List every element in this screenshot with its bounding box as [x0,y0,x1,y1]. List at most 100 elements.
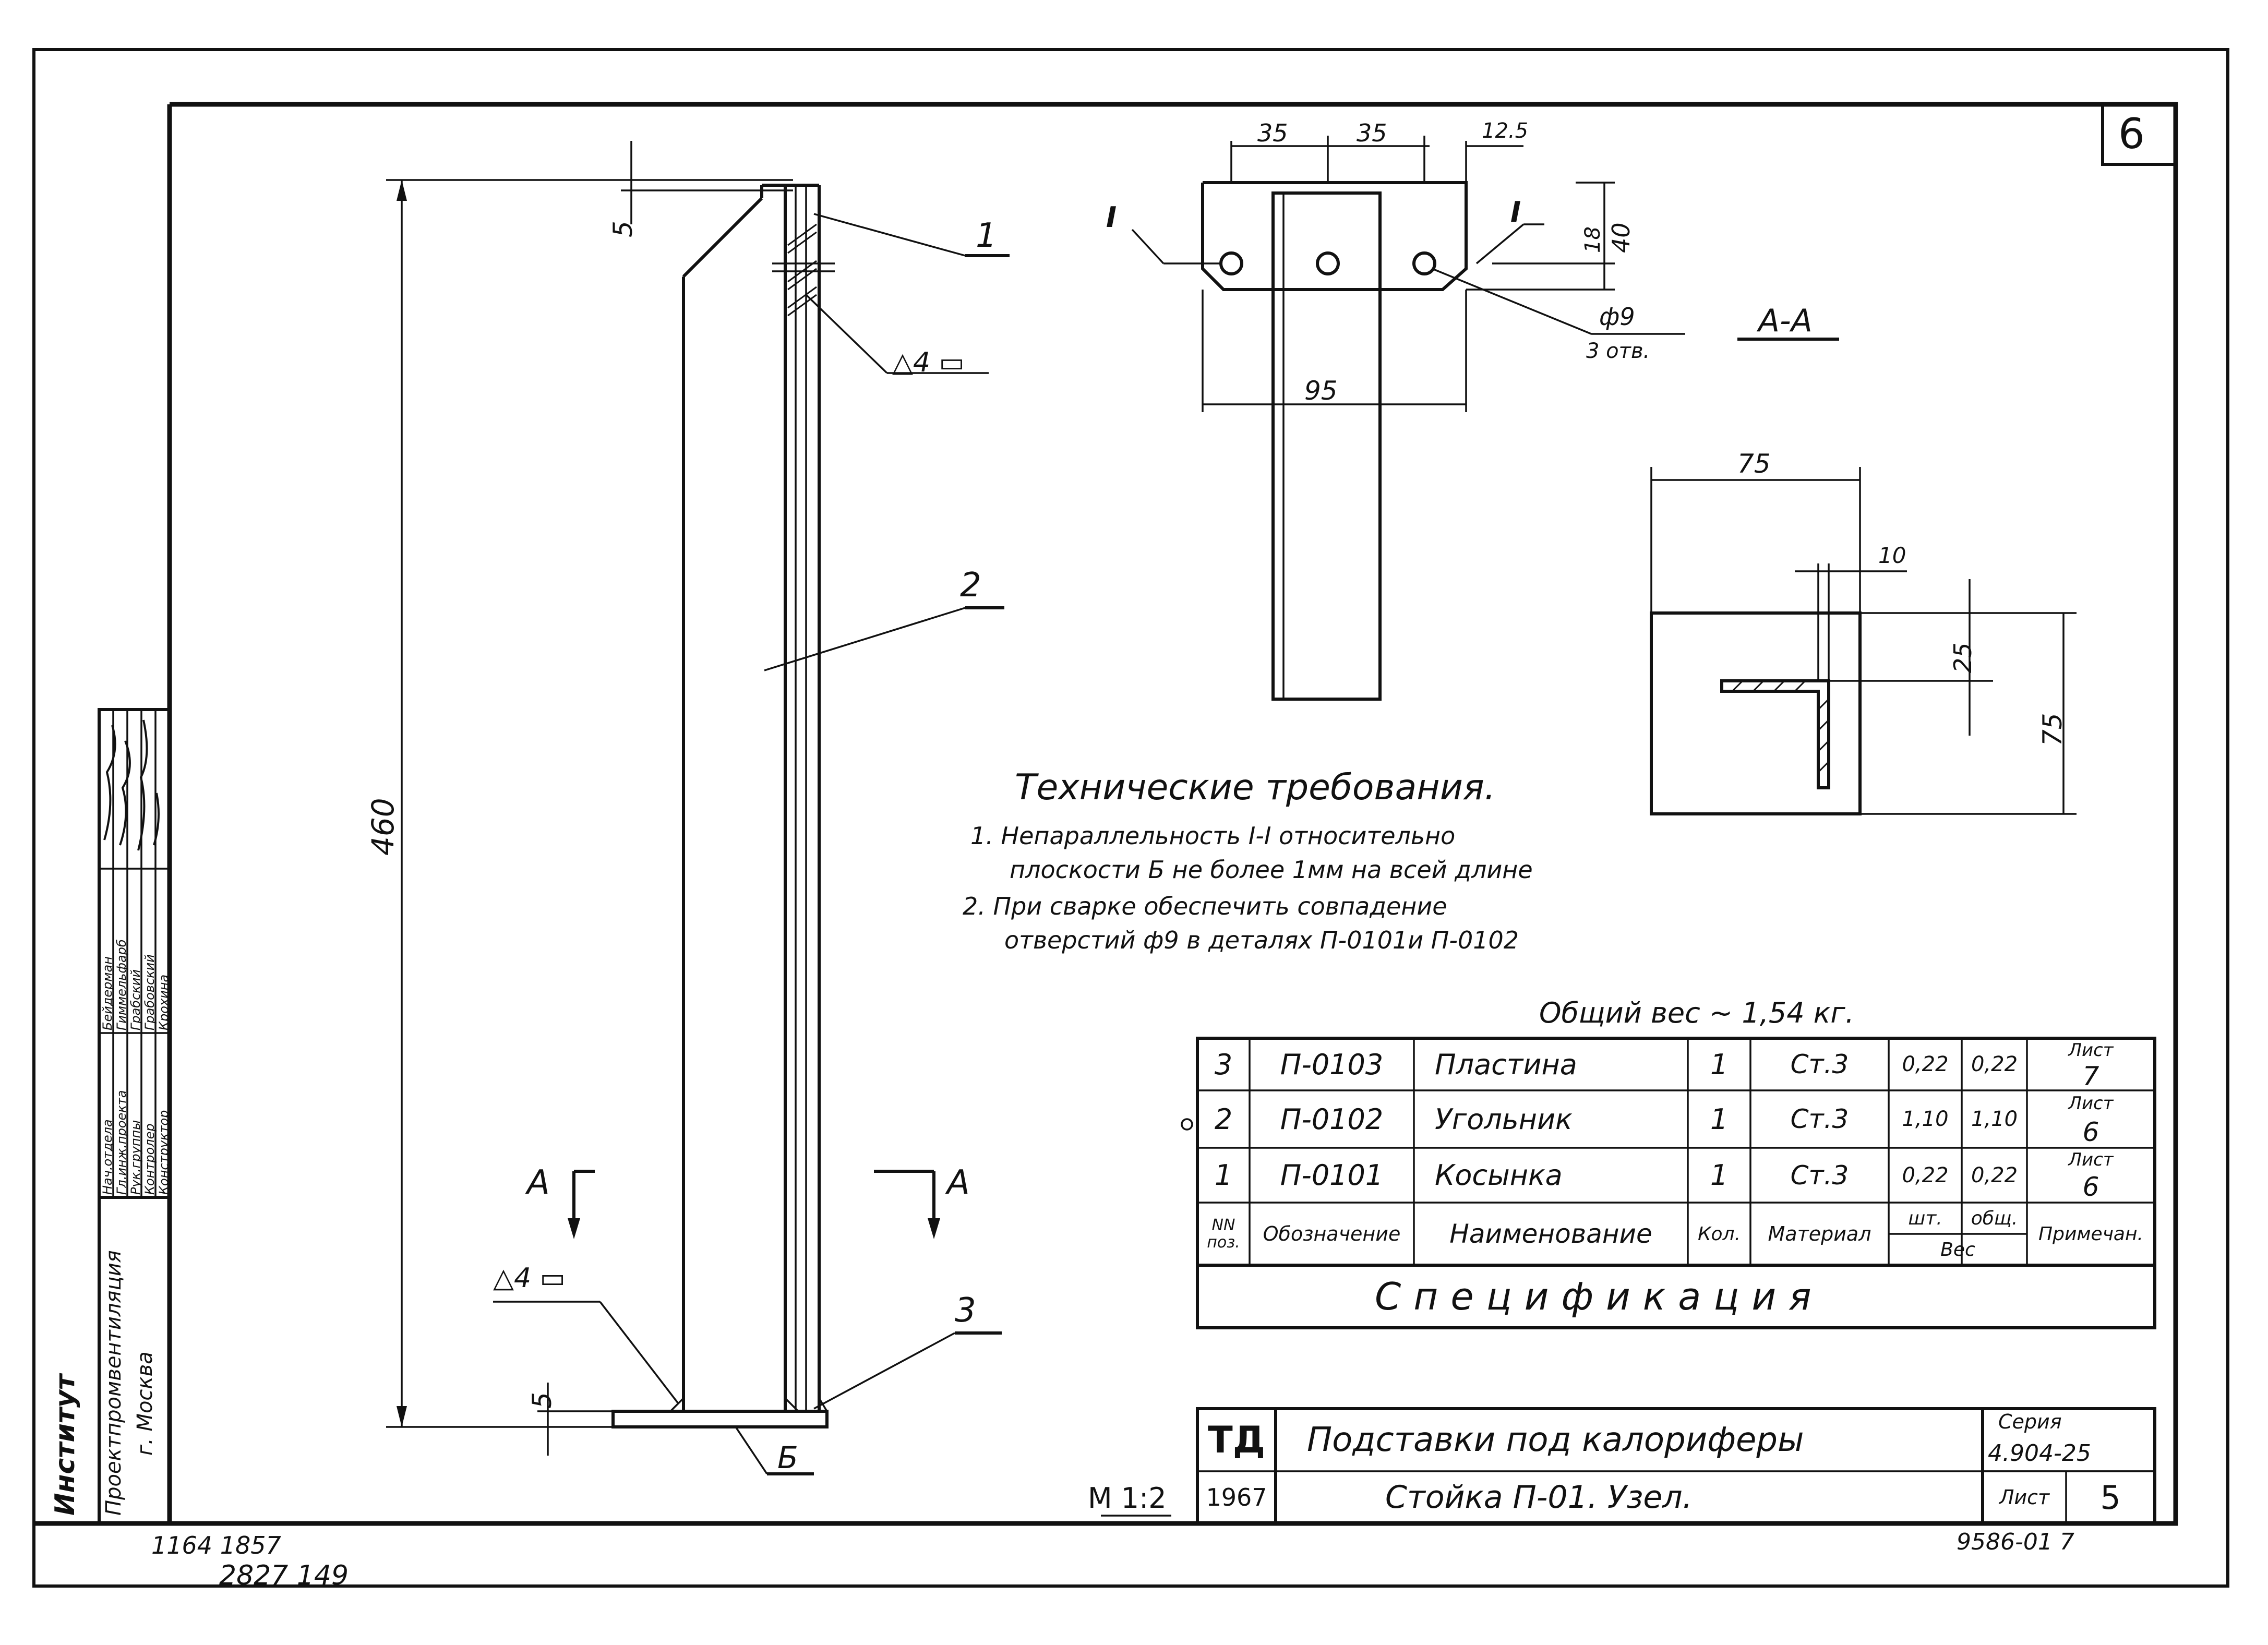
sheet-corner-number: 6 [2118,110,2145,158]
spec-weight-unit: 1,10 [1902,1107,1949,1131]
dim-plate-height: 40 [1607,222,1635,253]
spec-title: Спецификация [1375,1275,1824,1318]
spec-weight-unit: 0,22 [1902,1052,1949,1076]
section-label: А-А [1758,303,1813,339]
sheet-corner-box [2101,103,2177,166]
dim-overall-height: 460 [365,798,401,856]
spec-name: Пластина [1435,1048,1577,1081]
institute-city: г. Москва [133,1351,157,1456]
approval-block-frame [98,708,171,1525]
weld-symbol-top: △4 ▭ [892,347,965,378]
spec-weight-total: 1,10 [1971,1107,2018,1131]
tech-requirement-line-3: 2. При сварке обеспечить совпадение [963,892,1447,920]
spec-weight-total: 0,22 [1971,1163,2018,1187]
tech-requirement-line-1: 1. Непараллельность I-I относительно [970,822,1456,850]
title-series-value: 4.904-25 [1988,1439,2091,1467]
stamp-line-2: 2827 149 [219,1560,349,1591]
title-code: ТД [1207,1419,1266,1461]
spec-note-label: Лист [2068,1093,2114,1114]
dim-hole-pitch-2: 35 [1357,119,1387,147]
weld-symbol-text: △4 [493,1263,532,1294]
face-mark-right: I [1510,196,1521,229]
approval-role: Рук.группы [128,1120,143,1195]
tech-requirement-line-2: плоскости Б не более 1мм на всей длине [1010,856,1533,884]
title-sheet-label: Лист [1999,1486,2050,1509]
approval-role: Контролер [142,1123,157,1195]
dim-angle-thickness: 10 [1878,543,1906,568]
spec-note-label: Лист [2068,1149,2114,1170]
approval-role: Нач.отдела [100,1119,115,1195]
institute-org: Проектпромвентиляция [102,1250,126,1516]
spec-note-label: Лист [2068,1039,2114,1061]
spec-note-num: 6 [2082,1172,2099,1202]
dim-hole-count: 3 отв. [1586,339,1650,363]
stand-elevation [386,141,1010,1475]
spec-qty: 1 [1710,1159,1729,1192]
spec-note-num: 6 [2082,1117,2099,1147]
cut-letter-left: А [527,1163,550,1202]
approval-name: Гиммельфарб [114,939,129,1030]
dim-hole-row-offset: 18 [1581,226,1605,253]
spec-header-weight-total: общ. [1971,1207,2018,1229]
total-weight: Общий вес ~ 1,54 кг. [1539,996,1854,1029]
spec-designation: П-0103 [1280,1048,1384,1081]
spec-name: Косынка [1435,1159,1563,1192]
spec-pos: 1 [1214,1159,1233,1192]
spec-note-num: 7 [2082,1062,2099,1090]
title-block-frame [1101,1407,2156,1525]
title-series-label: Серия [1998,1410,2062,1433]
spec-material: Ст.3 [1790,1104,1849,1134]
dim-edge-dist: 12.5 [1482,119,1529,143]
spec-pos: 2 [1214,1102,1233,1136]
outer-border [32,48,2229,1588]
callout-2: 2 [960,566,981,605]
spec-header-weight-unit: шт. [1908,1207,1942,1229]
spec-material: Ст.3 [1790,1049,1849,1079]
cut-letter-right: А [947,1163,970,1202]
spec-header-material: Материал [1768,1222,1871,1245]
scale-label: М 1:2 [1088,1482,1167,1515]
signatures [103,719,160,851]
approval-name: Крохина [157,974,171,1030]
dim-hole-pitch-1: 35 [1257,119,1288,147]
spec-designation: П-0102 [1280,1102,1384,1136]
tech-requirements-title: Технические требования. [1015,767,1496,808]
spec-header-note: Примечан. [2038,1223,2143,1245]
dim-plate-width: 95 [1304,376,1338,406]
spec-header-pos: NN поз. [1207,1216,1240,1252]
spec-header-weight: Вес [1940,1239,1975,1260]
spec-table-frame [1181,1037,2156,1329]
title-main: Подставки под калориферы [1307,1421,1804,1459]
bottom-code: 9586-01 7 [1957,1529,2074,1555]
spec-material: Ст.3 [1790,1160,1849,1191]
plate-top-view [1131,136,1839,701]
spec-header-designation: Обозначение [1263,1222,1401,1245]
title-subtitle: Стойка П-01. Узел. [1385,1479,1693,1516]
plane-label: Б [777,1440,798,1475]
spec-header-qty: Кол. [1697,1223,1741,1245]
callout-3: 3 [955,1291,976,1330]
inner-frame [34,102,2178,1526]
face-mark-left: I [1106,201,1117,234]
title-year: 1967 [1206,1483,1267,1511]
approval-name: Грабовский [142,954,157,1030]
dim-top-offset: 5 [608,221,638,237]
tech-requirement-line-4: отверстий ф9 в деталях П-0101и П-0102 [1004,926,1519,954]
weld-symbol-text: △4 [892,347,931,378]
spec-weight-total: 0,22 [1971,1052,2018,1076]
approval-name: Грабский [128,969,143,1030]
dim-bottom-offset: 5 [527,1392,557,1409]
spec-designation: П-0101 [1280,1159,1384,1192]
weld-symbol-bottom: △4 ▭ [493,1263,566,1294]
dim-angle-width: 75 [1737,449,1771,479]
section-a-a [1650,467,2077,815]
approval-role: Конструктор [157,1110,171,1195]
spec-qty: 1 [1710,1048,1729,1081]
title-sheet-value: 5 [2100,1478,2121,1517]
spec-header-name: Наименование [1449,1219,1652,1249]
dim-angle-height: 75 [2037,713,2068,746]
dim-angle-leg: 25 [1949,642,1977,673]
spec-name: Угольник [1435,1102,1573,1136]
dim-hole-dia: ф9 [1599,303,1635,331]
